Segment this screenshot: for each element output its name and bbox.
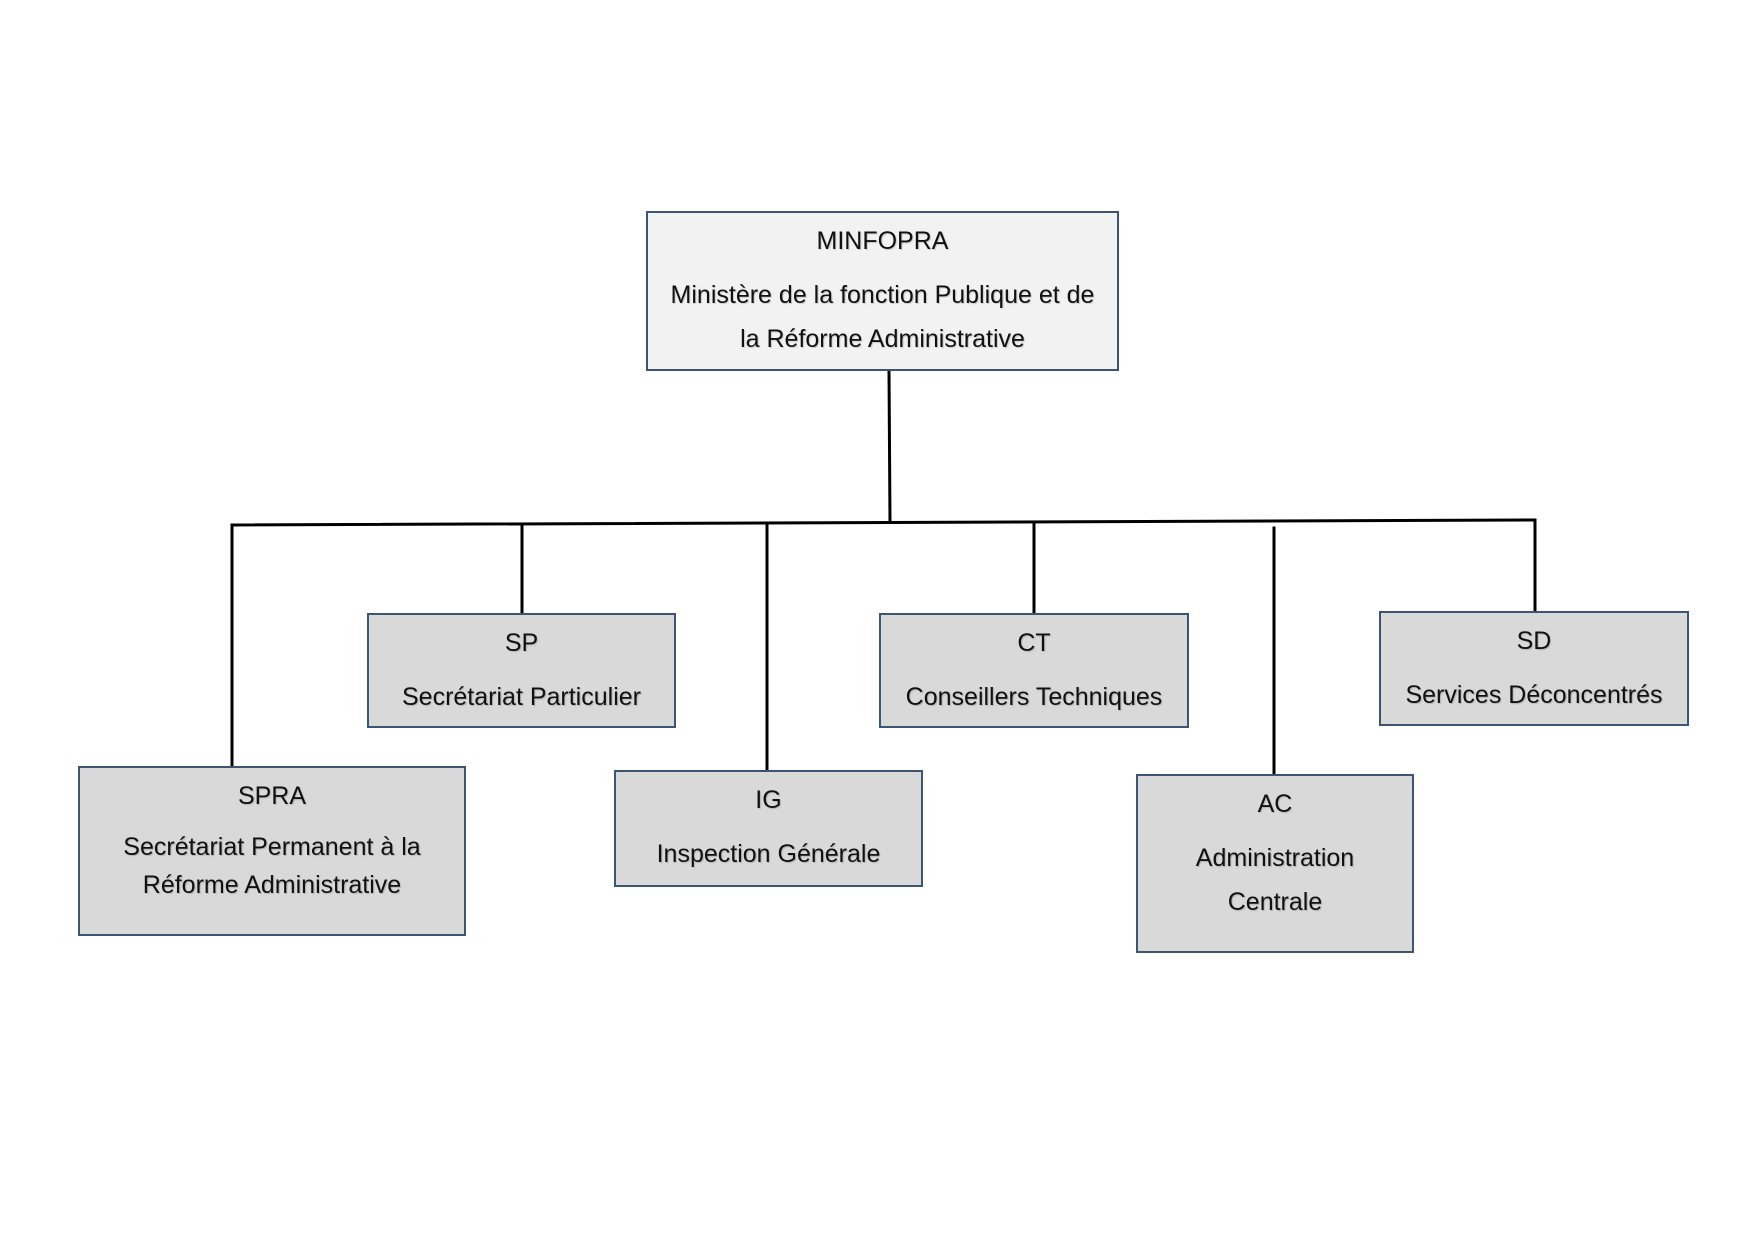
node-full-name: Secrétariat Particulier [402, 683, 641, 711]
node-sd: SD Services Déconcentrés [1379, 611, 1689, 726]
node-full-name: Services Déconcentrés [1405, 681, 1663, 709]
node-abbr: SP [504, 629, 539, 657]
node-abbr: SD [1516, 627, 1552, 655]
node-abbr: IG [755, 786, 782, 814]
node-sp: SP Secrétariat Particulier [367, 613, 676, 728]
node-full-name: Ministère de la fonction Publique et de … [670, 281, 1095, 353]
node-full-name: Secrétariat Permanent à la Réforme Admin… [123, 833, 421, 899]
node-abbr: CT [1017, 629, 1051, 657]
node-abbr: MINFOPRA [816, 227, 949, 255]
node-full-name: Conseillers Techniques [905, 683, 1163, 711]
node-ig: IG Inspection Générale [614, 770, 923, 887]
node-spra: SPRA Secrétariat Permanent à la Réforme … [78, 766, 466, 936]
connector-horizontal-bus [230, 518, 1537, 527]
node-minfopra: MINFOPRA Ministère de la fonction Publiq… [646, 211, 1119, 371]
node-full-name: Inspection Générale [656, 840, 881, 868]
node-ac: AC Administration Centrale [1136, 774, 1414, 953]
node-full-name: Administration Centrale [1195, 844, 1355, 916]
node-abbr: SPRA [237, 782, 307, 810]
connector-root-trunk [887, 369, 892, 524]
node-abbr: AC [1257, 790, 1293, 818]
node-ct: CT Conseillers Techniques [879, 613, 1189, 728]
